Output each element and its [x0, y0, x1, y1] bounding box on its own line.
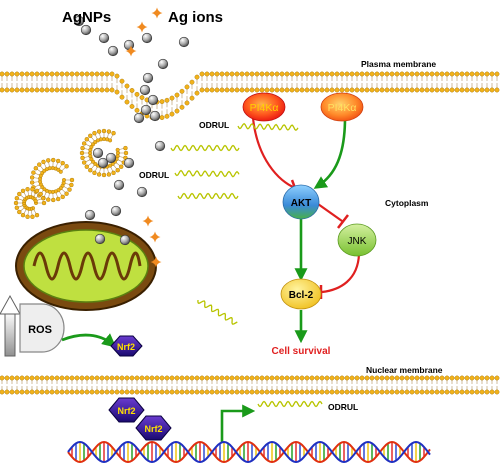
edge-pi4ka-left-to-akt — [251, 117, 297, 190]
edge-ros-to-nrf2 — [61, 333, 117, 348]
cell-survival-label: Cell survival — [272, 346, 331, 357]
nuclear-membrane — [0, 375, 500, 395]
jnk-label: JNK — [348, 236, 367, 247]
edge-pi4ka-right-to-akt — [313, 117, 347, 189]
edges — [61, 117, 361, 443]
odrul-membrane-label: ODRUL — [199, 120, 229, 130]
edge-akt-to-jnk-tbar — [337, 214, 349, 229]
agnps-label: AgNPs — [62, 9, 111, 26]
ag-ions-label: Ag ions — [168, 9, 223, 26]
nuclear-membrane-label: Nuclear membrane — [366, 365, 443, 375]
node-pi4ka-right: PI4Kα — [320, 92, 364, 122]
pi4ka-right-label: PI4Kα — [328, 102, 357, 114]
ros-label: ROS — [28, 324, 52, 336]
node-akt: AKT — [282, 184, 320, 220]
silver-nanoparticles — [73, 15, 190, 246]
node-nrf2-nuc-b: Nrf2 — [135, 415, 172, 441]
plasma-membrane-label: Plasma membrane — [361, 59, 436, 69]
ros-group: ROS — [0, 294, 65, 357]
odrul-cyto-label: ODRUL — [139, 170, 169, 180]
edge-jnk-to-bcl2 — [321, 253, 361, 294]
ros-increase-arrow-head — [0, 294, 21, 315]
node-bcl2: Bcl-2 — [280, 278, 322, 310]
node-pi4ka-left: PI4Kα — [242, 92, 286, 122]
endocytic-vesicles — [13, 128, 129, 219]
node-jnk: JNK — [337, 223, 377, 257]
nrf2-cyto-label: Nrf2 — [117, 342, 135, 352]
bcl2-label: Bcl-2 — [289, 290, 314, 301]
edge-akt-to-jnk — [317, 203, 343, 222]
mitochondrion — [15, 221, 157, 311]
silver-ions — [125, 7, 163, 268]
ros-increase-arrow-shaft — [4, 311, 16, 357]
dna-helix — [67, 440, 431, 463]
nrf2-nuc-b-label: Nrf2 — [144, 424, 162, 434]
edge-transcription — [220, 404, 256, 443]
node-nrf2-nuc-a: Nrf2 — [108, 397, 145, 423]
nrf2-nuc-a-label: Nrf2 — [117, 406, 135, 416]
odrul-nuclear-label: ODRUL — [328, 402, 358, 412]
ros-box — [19, 303, 65, 353]
cytoplasm-label: Cytoplasm — [385, 198, 429, 208]
node-nrf2-cyto: Nrf2 — [110, 335, 143, 357]
odrul-rna-strands — [170, 122, 323, 408]
pi4ka-left-label: PI4Kα — [250, 102, 279, 114]
akt-label: AKT — [291, 198, 312, 209]
